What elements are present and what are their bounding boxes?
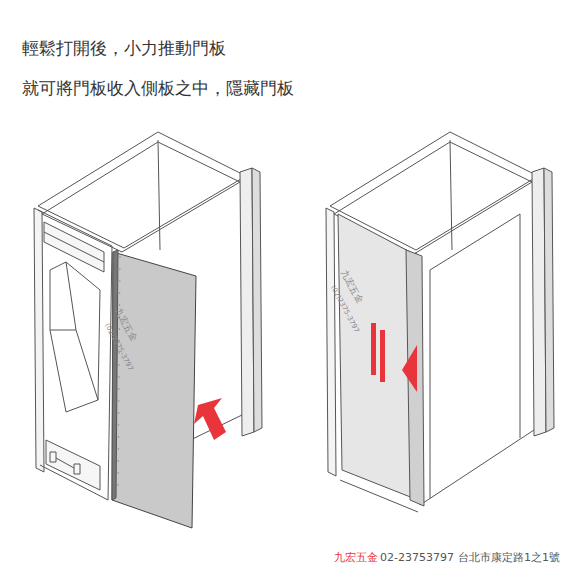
heading-line: 就可將門板收入側板之中，隱藏門板: [22, 78, 294, 98]
heading-line: 輕鬆打開後，小力推動門板: [22, 38, 226, 58]
shop-name: 九宏五金: [334, 551, 378, 564]
slide-mark: [380, 330, 385, 382]
slide-arrow: [402, 345, 417, 392]
cabinet-frame: [34, 208, 44, 472]
lift-mechanism: [44, 222, 104, 490]
phone-number: 02-23753797: [380, 551, 454, 564]
cabinet-top: [38, 132, 246, 248]
push-arrow: [194, 398, 226, 440]
slide-mark: [371, 323, 376, 375]
address: 台北市康定路1之1號: [458, 551, 560, 564]
door-panel: [112, 252, 196, 528]
cabinet-frame: [326, 208, 336, 476]
